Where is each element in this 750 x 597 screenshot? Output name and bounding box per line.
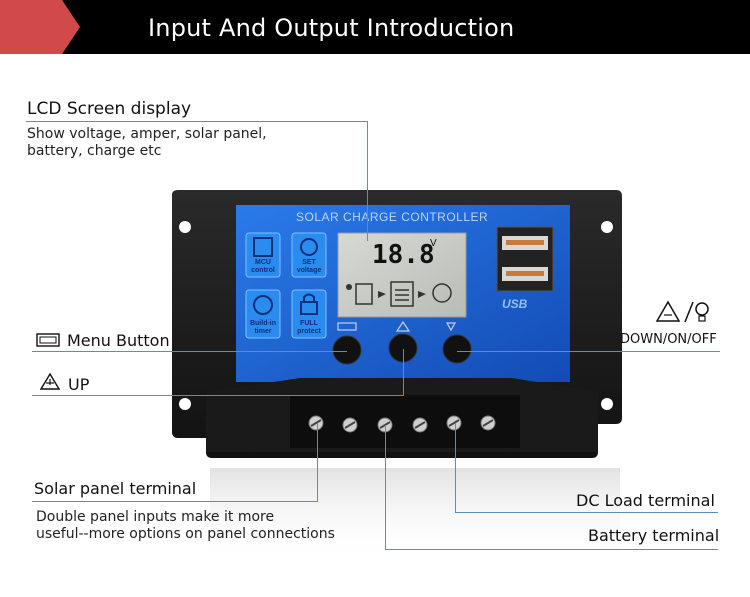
up-callout-line-h: [32, 395, 404, 396]
menu-callout-line: [32, 351, 347, 352]
down-callout-label: DOWN/ON/OFF: [620, 332, 717, 347]
lcd-callout-title: LCD Screen display: [27, 99, 192, 119]
set-icon-text2: voltage: [296, 267, 322, 274]
header-accent: [0, 0, 86, 54]
menu-callout-label: Menu Button: [67, 331, 170, 350]
solar-callout-line-h: [32, 501, 318, 502]
battery-callout-line-v: [385, 425, 386, 549]
set-icon: SET voltage: [292, 259, 326, 275]
timer-icon-text1: Build-in: [249, 320, 277, 327]
solar-callout-line-v: [317, 423, 318, 501]
lcd-callout-desc-line2: battery, charge etc: [27, 143, 162, 159]
triangle-bulb-icon: [655, 300, 709, 323]
load-callout-line-v: [455, 423, 456, 512]
solar-callout-title: Solar panel terminal: [34, 479, 197, 498]
load-callout-label: DC Load terminal: [576, 491, 715, 510]
device-brand-text: SOLAR CHARGE CONTROLLER: [296, 210, 489, 224]
warning-triangle-icon: [40, 373, 60, 390]
lcd-unit: V: [430, 238, 437, 249]
down-callout-line: [457, 351, 720, 352]
page-title: Input And Output Introduction: [148, 14, 515, 42]
up-callout-line-v: [403, 349, 404, 395]
timer-icon-text2: timer: [254, 328, 272, 335]
mcu-icon-text1: MCU: [255, 259, 271, 266]
header-bar: Input And Output Introduction: [0, 0, 750, 54]
load-callout-line-h: [455, 512, 718, 513]
lcd-callout-line-h: [26, 121, 368, 122]
mcu-icon-text2: control: [251, 267, 275, 274]
lcd-callout-desc-line1: Show voltage, amper, solar panel,: [27, 126, 267, 142]
battery-callout-label: Battery terminal: [588, 526, 720, 545]
lock-icon-text2: protect: [297, 328, 321, 335]
lock-icon-text1: FULL: [300, 320, 318, 327]
up-callout-label: UP: [68, 375, 90, 394]
lcd-reading: 18.8: [372, 240, 435, 270]
set-icon-text1: SET: [302, 259, 316, 266]
battery-callout-line-h: [385, 549, 718, 550]
solar-callout-desc-line2: useful--more options on panel connection…: [36, 526, 335, 542]
solar-callout-desc: Double panel inputs make it more useful-…: [36, 509, 335, 543]
timer-icon: Build-in timer: [246, 320, 280, 336]
usb-label: USB: [502, 297, 528, 311]
solar-callout-desc-line1: Double panel inputs make it more: [36, 509, 275, 525]
lcd-callout-desc: Show voltage, amper, solar panel, batter…: [27, 126, 267, 160]
menu-rectangle-icon: [36, 333, 60, 347]
mcu-icon: MCU control: [246, 259, 280, 275]
lock-icon: FULL protect: [292, 320, 326, 336]
lcd-callout-line-v: [367, 121, 368, 241]
